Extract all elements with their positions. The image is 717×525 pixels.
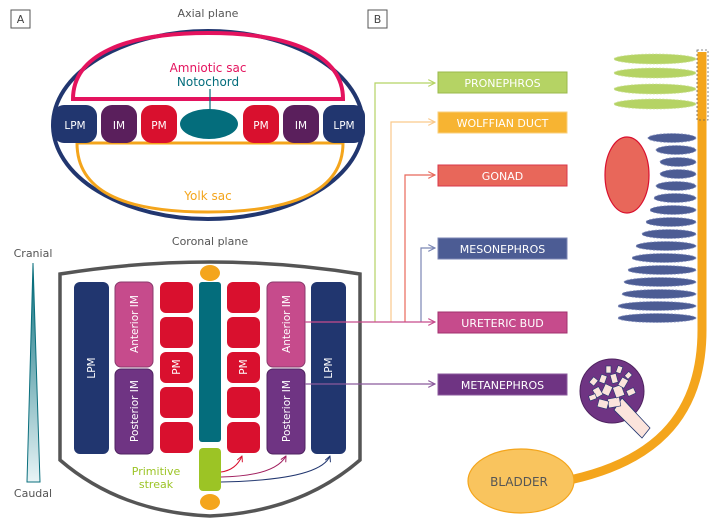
streak-to-lpm-arrow — [220, 456, 330, 483]
amniotic-sac-label: Amniotic sac — [170, 61, 247, 75]
connector-pronephros — [374, 83, 435, 322]
svg-text:A: A — [17, 13, 25, 26]
coronal-lpm-right: LPM — [311, 282, 346, 454]
panel-a-label: A — [10, 9, 31, 29]
derivative-ureteric-bud: URETERIC BUD — [437, 311, 568, 334]
svg-text:PM: PM — [171, 359, 183, 374]
streak-to-im-arrow — [220, 456, 286, 478]
coronal-lpm-left: LPM — [74, 282, 109, 454]
svg-text:METANEPHROS: METANEPHROS — [461, 379, 544, 392]
svg-text:IM: IM — [295, 120, 307, 132]
axial-segment-lpm-right: LPM — [323, 105, 365, 143]
axial-segment-pm-right: PM — [243, 105, 279, 143]
streak-to-pm-arrow — [220, 456, 242, 473]
derivative-mesonephros: MESONEPHROS — [437, 237, 568, 260]
yolk-sac-shape — [75, 141, 345, 214]
axial-segment-lpm-left: LPM — [53, 105, 97, 143]
amniotic-sac-shape — [70, 30, 346, 101]
axial-plane-title: Axial plane — [178, 7, 239, 20]
svg-text:URETERIC BUD: URETERIC BUD — [461, 317, 543, 330]
cranial-caudal-gradient — [26, 262, 41, 483]
svg-text:LPM: LPM — [86, 357, 98, 378]
pronephric-duct-dashed-box — [696, 49, 709, 121]
svg-text:MESONEPHROS: MESONEPHROS — [460, 243, 545, 256]
coronal-posterior-im-left: Posterior IM — [114, 368, 154, 455]
metanephros-shape — [579, 358, 651, 439]
svg-text:B: B — [374, 13, 382, 26]
coronal-anterior-im-right: Anterior IM — [266, 281, 306, 368]
derivative-metanephros: METANEPHROS — [437, 373, 568, 396]
bladder: BLADDER — [467, 448, 575, 514]
cranial-label: Cranial — [14, 247, 53, 260]
svg-text:IM: IM — [113, 120, 125, 132]
coronal-pm-right: PM — [227, 282, 260, 453]
connector-mesonephros — [420, 248, 435, 322]
connector-gonad — [404, 175, 435, 322]
svg-text:LPM: LPM — [64, 120, 85, 132]
svg-text:LPM: LPM — [323, 357, 335, 378]
svg-text:PRONEPHROS: PRONEPHROS — [464, 77, 540, 90]
svg-text:Anterior IM: Anterior IM — [281, 295, 293, 353]
coronal-plane-title: Coronal plane — [172, 235, 248, 248]
primitive-streak — [199, 448, 221, 491]
svg-text:GONAD: GONAD — [482, 170, 523, 183]
axial-segment-im-left: IM — [101, 105, 137, 143]
derivative-gonad: GONAD — [437, 164, 568, 187]
gonad-shape — [604, 136, 650, 214]
wolffian-duct-tube — [559, 52, 707, 487]
axial-segment-pm-left: PM — [141, 105, 177, 143]
svg-text:Posterior IM: Posterior IM — [129, 380, 141, 442]
svg-text:Posterior IM: Posterior IM — [281, 380, 293, 442]
coronal-pm-left: PM — [160, 282, 193, 453]
coronal-posterior-im-right: Posterior IM — [266, 368, 306, 455]
caudal-label: Caudal — [14, 487, 52, 500]
panel-b-label: B — [367, 9, 388, 29]
svg-text:PM: PM — [238, 359, 250, 374]
notochord-label: Notochord — [177, 75, 239, 89]
cranial-yolk-dot — [200, 265, 220, 281]
svg-text:WOLFFIAN DUCT: WOLFFIAN DUCT — [457, 117, 549, 130]
pronephros-tubules — [613, 53, 697, 110]
svg-text:Anterior IM: Anterior IM — [129, 295, 141, 353]
svg-text:LPM: LPM — [333, 120, 354, 132]
mesonephros-tubules — [617, 133, 697, 323]
coronal-anterior-im-left: Anterior IM — [114, 281, 154, 368]
svg-text:PM: PM — [151, 120, 166, 132]
primitive-streak-label-line2: streak — [139, 478, 174, 491]
connector-wolffian-duct — [390, 122, 435, 322]
axial-segment-im-right: IM — [283, 105, 319, 143]
caudal-yolk-dot — [200, 494, 220, 510]
svg-text:BLADDER: BLADDER — [490, 475, 548, 489]
axial-notochord — [180, 109, 238, 139]
derivative-wolffian-duct: WOLFFIAN DUCT — [437, 111, 568, 134]
derivative-pronephros: PRONEPHROS — [437, 71, 568, 94]
yolk-sac-label: Yolk sac — [183, 189, 231, 203]
coronal-notochord — [199, 282, 221, 442]
primitive-streak-label-line1: Primitive — [132, 465, 181, 478]
svg-text:PM: PM — [253, 120, 268, 132]
